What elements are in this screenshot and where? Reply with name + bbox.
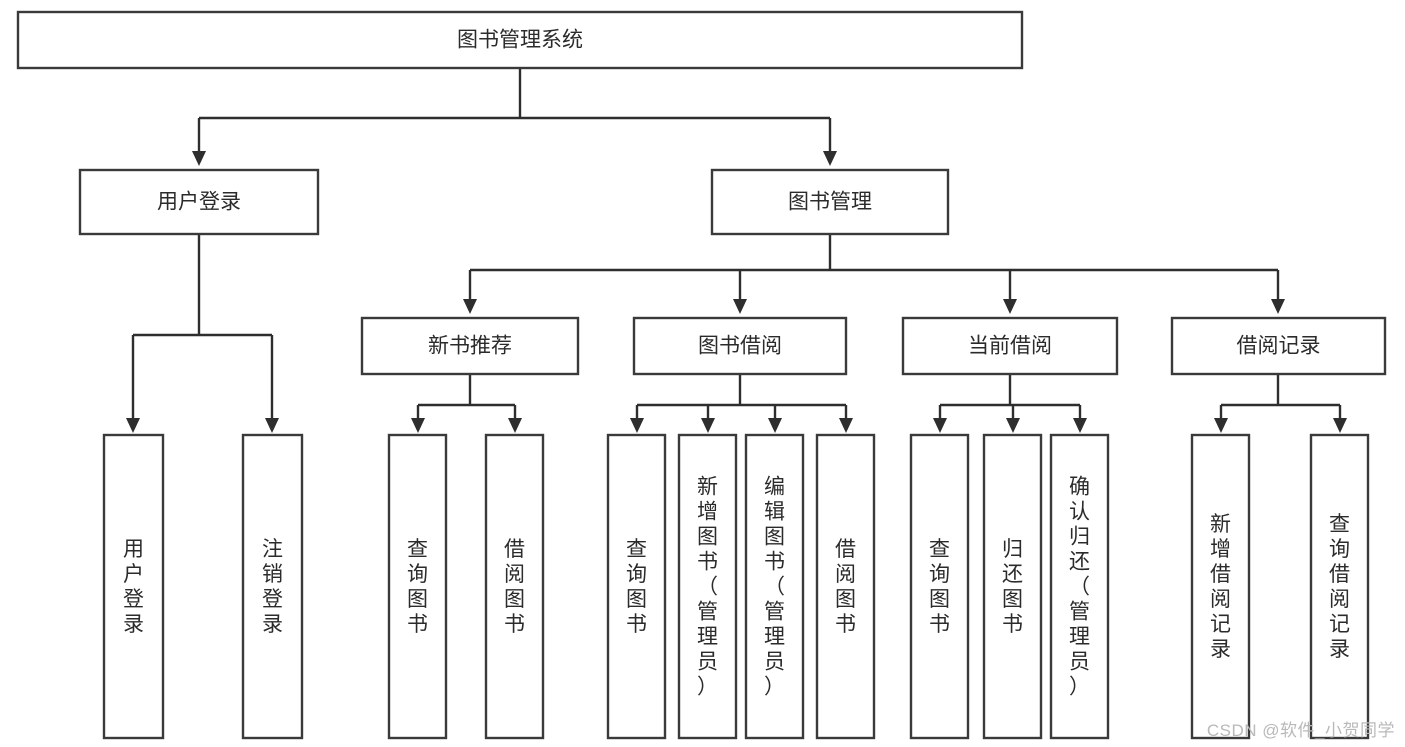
node-box-new-book-recommend	[360, 316, 580, 376]
node-box-leaf-query-book-1	[387, 433, 448, 740]
node-leaf-query-borrow-record[interactable]: 查询借阅记录	[1309, 433, 1370, 740]
node-label-leaf-edit-book-admin: 编辑图书（管理员）	[764, 476, 785, 699]
arrow-book-manage-icon	[823, 151, 837, 166]
node-label-borrow-record: 借阅记录	[1237, 335, 1321, 358]
node-leaf-query-book-2[interactable]: 查询图书	[606, 433, 667, 740]
node-box-leaf-add-book-admin	[677, 433, 738, 740]
node-label-root: 图书管理系统	[457, 29, 583, 52]
node-box-leaf-confirm-return-admin	[1049, 433, 1110, 740]
node-box-root	[16, 10, 1024, 70]
node-box-leaf-borrow-book-2	[815, 433, 876, 740]
arrow-cu-l1-icon	[933, 418, 947, 433]
node-label-leaf-borrow-book-2: 借阅图书	[835, 538, 856, 636]
node-leaf-return-book[interactable]: 归还图书	[982, 433, 1043, 740]
arrow-leaf-logout-icon	[265, 418, 279, 433]
arrow-r-l2-icon	[508, 418, 522, 433]
node-leaf-borrow-book-2[interactable]: 借阅图书	[815, 433, 876, 740]
arrow-b-l4-icon	[839, 418, 853, 433]
node-label-leaf-logout: 注销登录	[262, 538, 283, 636]
node-label-leaf-query-borrow-record: 查询借阅记录	[1329, 513, 1350, 661]
node-box-leaf-user-login	[102, 433, 165, 740]
node-label-user-login: 用户登录	[157, 191, 241, 214]
node-book-manage[interactable]: 图书管理	[710, 168, 950, 236]
node-box-leaf-return-book	[982, 433, 1043, 740]
csdn-watermark: CSDN @软件_小贺同学	[1206, 721, 1395, 740]
node-box-leaf-logout	[241, 433, 304, 740]
node-box-book-borrow	[632, 316, 848, 376]
node-label-book-manage: 图书管理	[788, 191, 872, 214]
node-box-user-login	[78, 168, 320, 236]
node-label-leaf-borrow-book-1: 借阅图书	[504, 538, 525, 636]
node-leaf-edit-book-admin[interactable]: 编辑图书（管理员）	[744, 433, 805, 740]
node-box-leaf-query-book-3	[909, 433, 970, 740]
node-leaf-confirm-return-admin[interactable]: 确认归还（管理员）	[1049, 433, 1110, 740]
arrow-cu-l3-icon	[1073, 418, 1087, 433]
node-leaf-add-borrow-record[interactable]: 新增借阅记录	[1190, 433, 1251, 740]
node-new-book-recommend[interactable]: 新书推荐	[360, 316, 580, 376]
arrow-c4-icon	[1271, 299, 1285, 314]
node-box-current-borrow	[901, 316, 1119, 376]
arrow-user-login-icon	[192, 151, 206, 166]
arrow-heads-group	[126, 151, 1347, 433]
arrow-re-l2-icon	[1333, 418, 1347, 433]
node-leaf-borrow-book-1[interactable]: 借阅图书	[484, 433, 545, 740]
node-box-book-manage	[710, 168, 950, 236]
arrow-leaf-user-login-icon	[126, 418, 140, 433]
node-label-leaf-confirm-return-admin: 确认归还（管理员）	[1069, 476, 1090, 699]
node-leaf-query-book-3[interactable]: 查询图书	[909, 433, 970, 740]
node-label-leaf-add-borrow-record: 新增借阅记录	[1210, 513, 1231, 661]
node-label-book-borrow: 图书借阅	[698, 335, 782, 358]
node-label-current-borrow: 当前借阅	[968, 335, 1052, 358]
node-leaf-user-login[interactable]: 用户登录	[102, 433, 165, 740]
arrow-b-l2-icon	[701, 418, 715, 433]
arrow-c2-icon	[733, 299, 747, 314]
arrow-c1-icon	[463, 299, 477, 314]
node-label-leaf-user-login: 用户登录	[123, 538, 144, 636]
node-leaf-logout[interactable]: 注销登录	[241, 433, 304, 740]
node-root[interactable]: 图书管理系统	[16, 10, 1024, 70]
arrow-re-l1-icon	[1214, 418, 1228, 433]
node-leaf-query-book-1[interactable]: 查询图书	[387, 433, 448, 740]
arrow-c3-icon	[1003, 299, 1017, 314]
node-box-leaf-borrow-book-1	[484, 433, 545, 740]
arrow-b-l1-icon	[630, 418, 644, 433]
node-label-new-book-recommend: 新书推荐	[428, 335, 512, 358]
arrow-cu-l2-icon	[1006, 418, 1020, 433]
arrow-r-l1-icon	[411, 418, 425, 433]
node-borrow-record[interactable]: 借阅记录	[1170, 316, 1387, 376]
node-label-leaf-query-book-2: 查询图书	[626, 538, 647, 636]
node-boxes-group: 图书管理系统用户登录图书管理新书推荐图书借阅当前借阅借阅记录用户登录注销登录查询…	[16, 10, 1387, 740]
node-box-borrow-record	[1170, 316, 1387, 376]
node-user-login[interactable]: 用户登录	[78, 168, 320, 236]
node-book-borrow[interactable]: 图书借阅	[632, 316, 848, 376]
node-leaf-add-book-admin[interactable]: 新增图书（管理员）	[677, 433, 738, 740]
node-label-leaf-query-book-1: 查询图书	[407, 538, 428, 636]
node-current-borrow[interactable]: 当前借阅	[901, 316, 1119, 376]
node-label-leaf-return-book: 归还图书	[1002, 538, 1023, 636]
node-box-leaf-query-book-2	[606, 433, 667, 740]
node-box-leaf-edit-book-admin	[744, 433, 805, 740]
node-box-leaf-add-borrow-record	[1190, 433, 1251, 740]
arrow-b-l3-icon	[768, 418, 782, 433]
node-label-leaf-add-book-admin: 新增图书（管理员）	[697, 476, 718, 699]
node-label-leaf-query-book-3: 查询图书	[929, 538, 950, 636]
node-box-leaf-query-borrow-record	[1309, 433, 1370, 740]
